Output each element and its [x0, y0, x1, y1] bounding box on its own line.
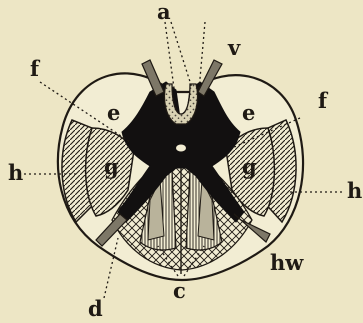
label-d: d: [88, 296, 103, 321]
label-h-right: h: [347, 178, 362, 203]
label-e-left: e: [107, 100, 120, 125]
label-a: a: [157, 0, 171, 24]
leader-a-left: [165, 22, 174, 88]
label-h-left: h: [8, 160, 23, 185]
label-g-left: g: [104, 154, 119, 179]
label-hw: hw: [270, 250, 304, 275]
label-f-left: f: [30, 56, 41, 81]
label-f-right: f: [318, 88, 329, 113]
label-g-right: g: [242, 154, 257, 179]
central-canal: [176, 145, 186, 152]
label-e-right: e: [242, 100, 255, 125]
leader-a-right: [171, 22, 192, 88]
label-c: c: [173, 278, 186, 303]
label-v: v: [227, 35, 241, 60]
